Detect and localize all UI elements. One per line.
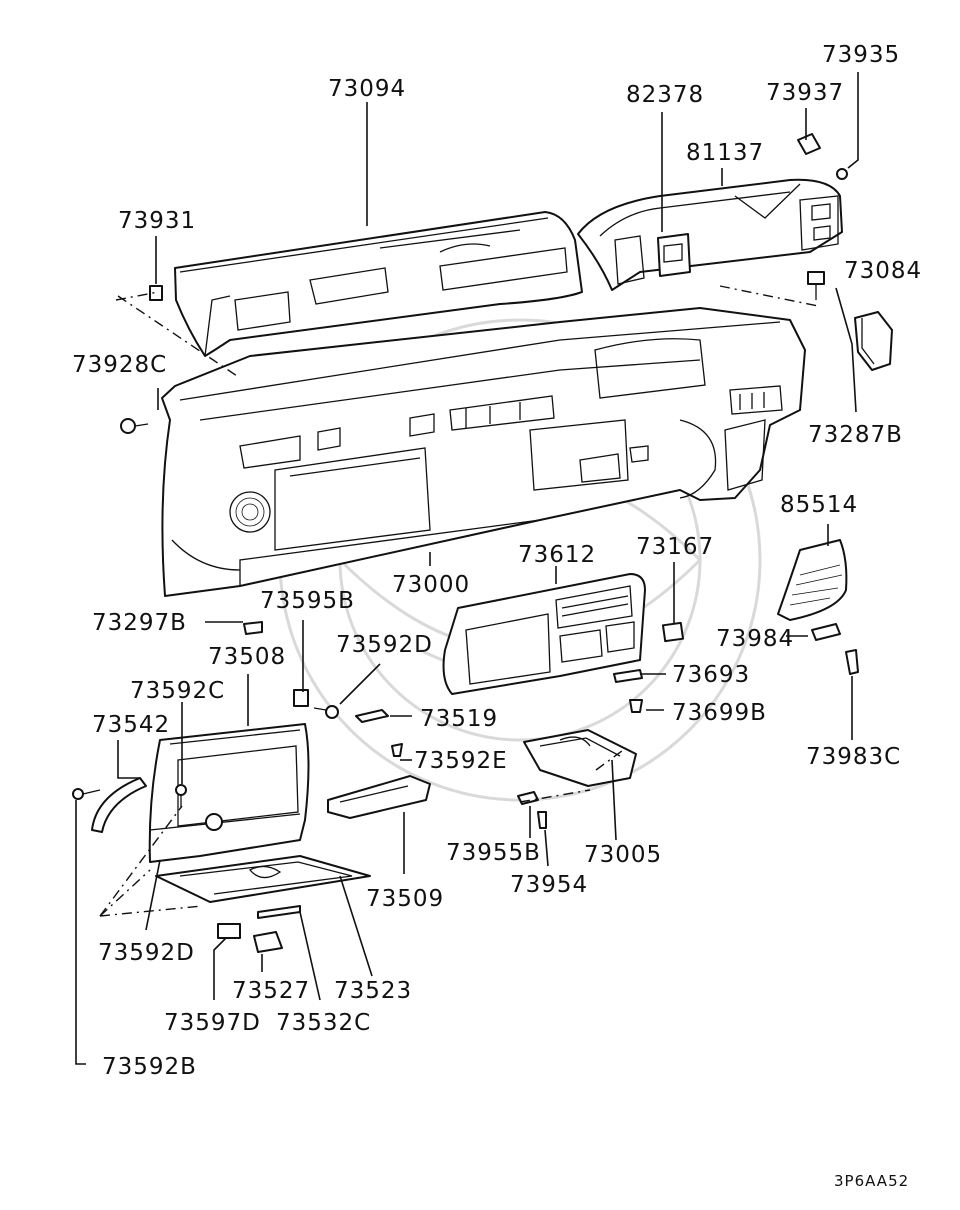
label-73084: 73084 xyxy=(844,258,922,284)
part-73519-plate xyxy=(355,709,389,723)
label-73527: 73527 xyxy=(232,978,310,1004)
diagram-code: 3P6AA52 xyxy=(834,1172,909,1190)
part-73509-handle xyxy=(327,775,431,819)
label-73592B: 73592B xyxy=(102,1054,197,1080)
label-73937: 73937 xyxy=(766,80,844,106)
part-73000-instrument-panel xyxy=(161,307,806,597)
label-73597D: 73597D xyxy=(164,1010,261,1036)
part-73592C-screw xyxy=(175,784,187,808)
part-73592E-screw xyxy=(391,743,403,757)
label-73509: 73509 xyxy=(366,886,444,912)
part-73094-dash-pad xyxy=(174,211,583,357)
label-81137: 81137 xyxy=(686,140,764,166)
label-73693: 73693 xyxy=(672,662,750,688)
part-73297B-screw xyxy=(243,621,263,635)
label-73508: 73508 xyxy=(208,644,286,670)
part-73542-lid-stay xyxy=(91,777,147,833)
label-73928C: 73928C xyxy=(72,352,167,378)
part-73592D-top-screw xyxy=(313,705,339,719)
part-73699B-screw xyxy=(629,699,643,713)
label-73983C: 73983C xyxy=(806,744,901,770)
part-73084-bracket xyxy=(854,311,893,371)
part-73592B-screw xyxy=(72,788,101,800)
label-73984: 73984 xyxy=(716,626,794,652)
label-73532C: 73532C xyxy=(276,1010,371,1036)
label-73287B: 73287B xyxy=(808,422,903,448)
part-73532C-rod xyxy=(257,905,301,919)
label-73954: 73954 xyxy=(510,872,588,898)
part-73693-pin xyxy=(613,669,643,683)
label-73612: 73612 xyxy=(518,542,596,568)
leader-lines xyxy=(75,72,859,1065)
label-73935: 73935 xyxy=(822,42,900,68)
part-73595B-clip xyxy=(293,689,309,707)
label-73094: 73094 xyxy=(328,76,406,102)
part-73935-screw xyxy=(836,168,848,180)
part-85514-speaker-grille xyxy=(777,539,848,621)
label-73592D-bottom: 73592D xyxy=(98,940,195,966)
label-73000: 73000 xyxy=(392,572,470,598)
label-73519: 73519 xyxy=(420,706,498,732)
part-73937-clip xyxy=(797,133,821,155)
part-73954-screw xyxy=(537,811,547,829)
label-82378: 82378 xyxy=(626,82,704,108)
part-73287B-bolt xyxy=(807,271,825,300)
label-73592E: 73592E xyxy=(414,748,508,774)
part-73527-lock xyxy=(253,931,283,953)
part-73508-glove-box xyxy=(148,723,371,903)
part-73005-ashtray xyxy=(523,729,637,787)
label-73523: 73523 xyxy=(334,978,412,1004)
part-73928C-clip xyxy=(120,418,149,434)
label-73699B: 73699B xyxy=(672,700,767,726)
part-number-labels: 73094 73931 82378 73937 73935 81137 7308… xyxy=(72,42,922,1190)
part-73597D-switch xyxy=(217,923,241,939)
part-73612-center-bezel xyxy=(442,573,646,695)
part-73167-clip xyxy=(661,621,685,643)
part-73983C-screw xyxy=(845,649,859,675)
label-73167: 73167 xyxy=(636,534,714,560)
label-73592C: 73592C xyxy=(130,678,225,704)
part-73984-clip xyxy=(811,623,841,641)
label-73955B: 73955B xyxy=(446,840,541,866)
label-73595B: 73595B xyxy=(260,588,355,614)
part-73931-clip xyxy=(149,285,163,301)
label-73592D-top: 73592D xyxy=(336,632,433,658)
part-81137-meter-hood xyxy=(577,178,843,291)
label-73297B: 73297B xyxy=(92,610,187,636)
label-85514: 85514 xyxy=(780,492,858,518)
label-73542: 73542 xyxy=(92,712,170,738)
label-73931: 73931 xyxy=(118,208,196,234)
label-73005: 73005 xyxy=(584,842,662,868)
